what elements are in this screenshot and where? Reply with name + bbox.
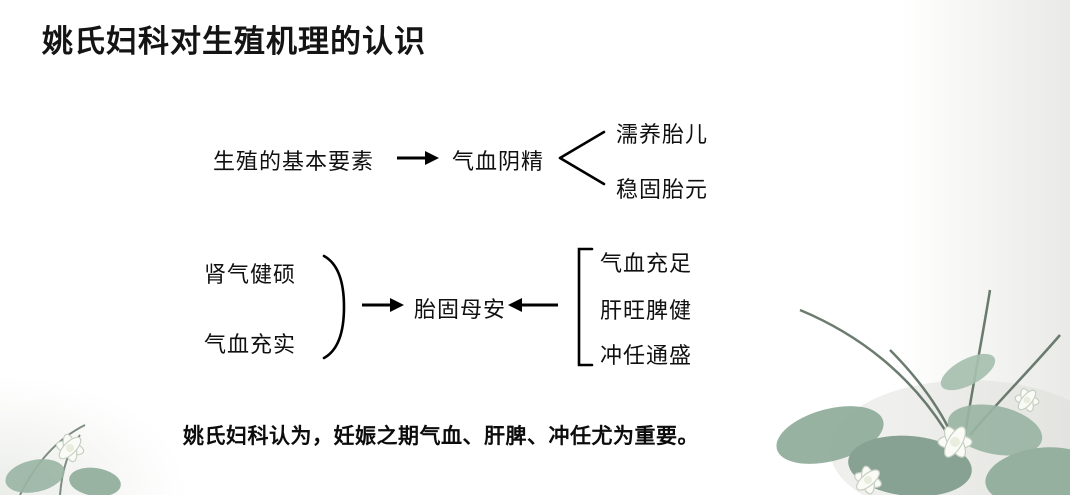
fork-branch-icon bbox=[556, 124, 608, 192]
arrow-left-icon bbox=[508, 297, 558, 313]
left-bracket-icon bbox=[576, 247, 594, 367]
arrow-right-icon bbox=[397, 150, 439, 166]
flow2-right-item-2-label: 肝旺脾健 bbox=[600, 299, 693, 324]
conclusion-text: 姚氏妇科认为，妊娠之期气血、肝脾、冲任尤为重要。 bbox=[183, 424, 699, 448]
background-wash-right bbox=[900, 0, 1070, 495]
flow1-branch-top-label: 濡养胎儿 bbox=[616, 123, 709, 148]
flow2-right-item-1-label: 气血充足 bbox=[600, 252, 693, 277]
flow2-right-item-3-label: 冲任通盛 bbox=[600, 344, 693, 369]
background-wash-bottom-left bbox=[0, 375, 190, 495]
flow1-branch-bottom-label: 稳固胎元 bbox=[616, 178, 709, 203]
arrow-right-icon bbox=[362, 297, 404, 313]
flow2-left-item-1-label: 肾气健硕 bbox=[204, 263, 297, 288]
flow2-center-label: 胎固母安 bbox=[414, 298, 507, 323]
right-brace-icon bbox=[322, 253, 348, 361]
page-title: 姚氏妇科对生殖机理的认识 bbox=[42, 24, 426, 60]
flow1-center-label: 气血阴精 bbox=[452, 150, 545, 175]
flow1-source-label: 生殖的基本要素 bbox=[213, 150, 375, 175]
flow2-left-item-2-label: 气血充实 bbox=[204, 333, 297, 358]
